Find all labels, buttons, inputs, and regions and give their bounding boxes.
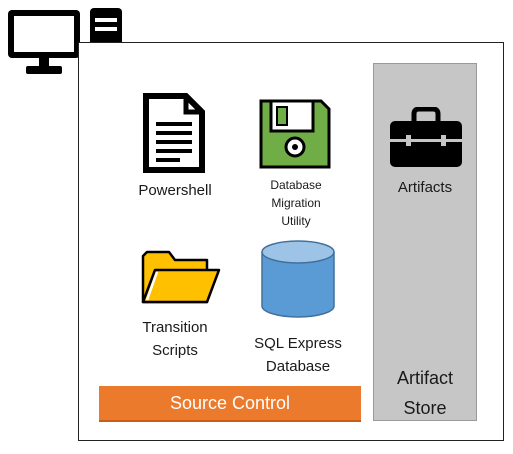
artifact-store-label: Artifact Store [396,368,453,418]
powershell-label: Powershell [138,182,212,199]
artifacts-label: Artifacts [397,179,453,196]
document-icon [142,92,208,174]
database-migration-utility-label: Database Migration Utility [270,178,322,228]
transition-scripts-label: Transition Scripts [142,319,208,359]
source-control-bar: Source Control [99,386,361,422]
briefcase-icon [388,107,464,169]
floppy-disk-icon [259,99,331,169]
folder-icon [139,244,223,308]
database-cylinder-icon [260,240,336,320]
desktop-computer-icon [6,6,122,80]
sql-express-database-label: SQL Express Database [254,335,342,375]
